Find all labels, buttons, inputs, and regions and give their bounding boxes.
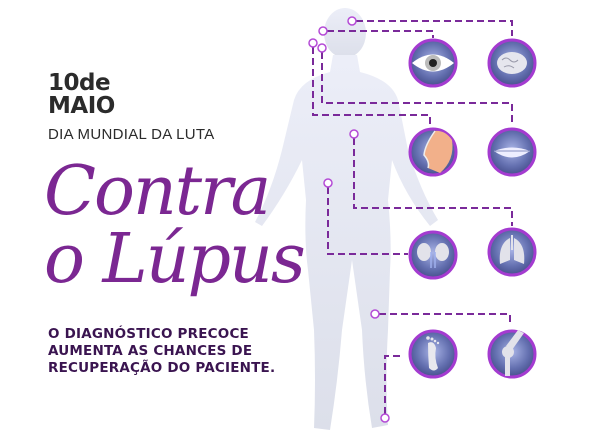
title-line-2: o Lúpus — [44, 220, 306, 299]
mouth-icon — [487, 127, 537, 177]
connector-foot — [384, 355, 404, 414]
lungs-icon — [487, 227, 537, 277]
eye-icon — [408, 38, 458, 88]
connector-dots — [308, 16, 390, 423]
connector-mouth — [321, 52, 513, 123]
connector-lungs — [353, 138, 513, 226]
connector-kidneys — [327, 187, 408, 255]
brain-icon — [487, 38, 537, 88]
message-line-2: AUMENTA AS CHANCES DE — [48, 343, 253, 359]
connector-eye — [327, 30, 434, 38]
message-line-1: O DIAGNÓSTICO PRECOCE — [48, 326, 249, 342]
connector-nose — [312, 47, 431, 124]
foot-icon — [408, 329, 458, 379]
message-line-3: RECUPERAÇÃO DO PACIENTE. — [48, 360, 276, 376]
connector-lines — [312, 20, 513, 414]
kidneys-icon — [408, 230, 458, 280]
nose-icon — [408, 127, 458, 177]
title-line-1: Contra — [44, 152, 271, 231]
knee-joint-icon — [487, 329, 537, 379]
connector-knee — [379, 313, 511, 326]
date-day: 10de — [48, 70, 111, 96]
date-month: MAIO — [48, 93, 115, 119]
awareness-message: O DIAGNÓSTICO PRECOCE AUMENTA AS CHANCES… — [48, 326, 275, 377]
subtitle: DIA MUNDIAL DA LUTA — [48, 126, 215, 143]
connector-brain — [356, 20, 513, 36]
